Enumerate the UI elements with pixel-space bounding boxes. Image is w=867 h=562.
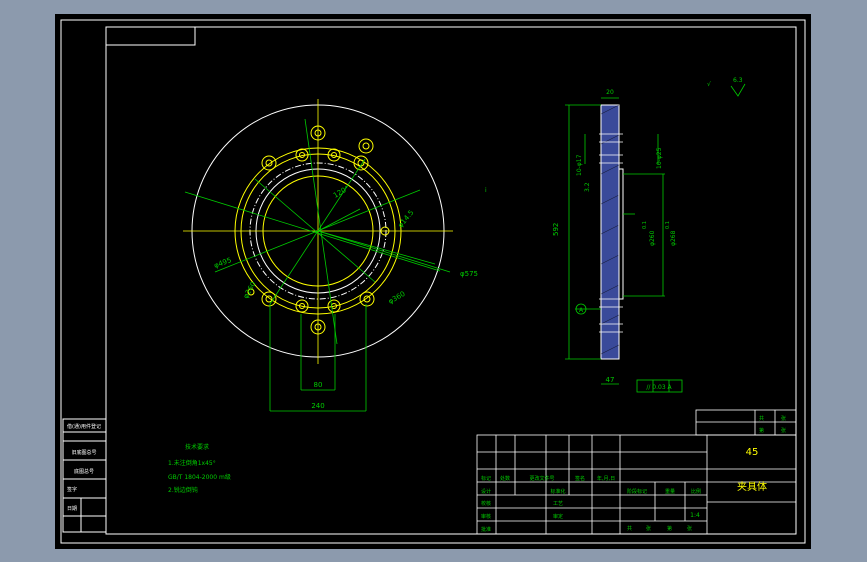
small-box-3: 张 bbox=[781, 427, 786, 434]
dim-thread-right: 10-φ25 bbox=[656, 147, 663, 169]
section-body bbox=[600, 104, 620, 360]
hdr-4: 年,月,日 bbox=[597, 475, 615, 482]
hdr-3: 签名 bbox=[575, 475, 585, 482]
small-box-0: 共 bbox=[759, 415, 764, 422]
top-left-box bbox=[105, 26, 196, 46]
parallel-tolerance: // 0.03 A bbox=[646, 384, 672, 391]
dim-width-80: 80 bbox=[314, 381, 323, 389]
row-0: 设计 bbox=[481, 488, 491, 495]
section-hatch bbox=[600, 104, 620, 355]
front-view: φ575 φ495 φ360 φ260 φ14.5 120° 80 240 bbox=[183, 99, 478, 412]
material-label: 45 bbox=[746, 447, 759, 458]
left-item-2: 底图总号 bbox=[74, 468, 94, 475]
side-view: 20 592 47 10-φ17 10-φ25 φ260 φ268 0.1 0.… bbox=[485, 77, 746, 393]
left-item-1: 旧底图总号 bbox=[71, 449, 96, 456]
drawing-svg: 借(通)用件登记 旧底图总号 底图总号 签字 日期 bbox=[60, 19, 806, 544]
dim-width-240: 240 bbox=[311, 402, 324, 410]
dim-top-width: 20 bbox=[606, 89, 614, 96]
outer-border bbox=[60, 19, 806, 544]
side-dim-lines bbox=[565, 97, 665, 385]
right-label-0: 阶段标记 bbox=[627, 488, 647, 495]
tol-a: 0.1 bbox=[642, 221, 648, 229]
dim-bore-a: φ260 bbox=[649, 230, 656, 246]
bottom-label-3: 张 bbox=[687, 525, 692, 532]
bottom-label-0: 共 bbox=[627, 525, 632, 532]
hdr-1: 处数 bbox=[500, 475, 510, 482]
row-3: 工艺 bbox=[553, 501, 563, 507]
hdr-0: 标记 bbox=[481, 475, 491, 482]
title-block bbox=[476, 409, 797, 535]
row-2: 校核 bbox=[481, 500, 491, 507]
datum-label: A bbox=[579, 307, 584, 314]
notes-line-2: GB/T 1804-2000 m级 bbox=[168, 473, 231, 481]
dim-bottom-width: 47 bbox=[606, 376, 615, 384]
dim-thread-left: 10-φ17 bbox=[576, 154, 583, 176]
dim-outer-diameter: φ575 bbox=[460, 270, 478, 278]
row-5: 审定 bbox=[553, 513, 563, 520]
notes-heading: 技术要求 bbox=[185, 443, 209, 451]
small-box-1: 张 bbox=[781, 415, 786, 422]
bottom-label-2: 第 bbox=[667, 525, 672, 532]
dim-hole-circle: φ360 bbox=[387, 290, 407, 306]
drawing-canvas: 借(通)用件登记 旧底图总号 底图总号 签字 日期 bbox=[55, 14, 811, 549]
dim-bore-b: φ268 bbox=[670, 230, 677, 246]
row-1: 标准化 bbox=[550, 488, 565, 495]
hdr-2: 更改文件号 bbox=[529, 475, 554, 482]
notes-line-1: 1.未注倒角1x45° bbox=[168, 459, 216, 467]
bore-step bbox=[618, 168, 624, 300]
right-label-2: 比例 bbox=[691, 488, 701, 495]
front-dim-leaders bbox=[184, 118, 451, 345]
right-label-1: 重量 bbox=[665, 488, 675, 495]
dim-angle: 120° bbox=[332, 184, 351, 199]
chamfer-note: 3.2 bbox=[584, 182, 591, 192]
left-item-4: 日期 bbox=[67, 506, 77, 512]
part-name-label: 夹具体 bbox=[737, 480, 767, 493]
stray-mark: i bbox=[485, 187, 487, 194]
side-holes bbox=[599, 133, 623, 333]
front-linear-dims bbox=[269, 304, 367, 412]
scale-label: 1:4 bbox=[690, 512, 700, 519]
dim-inner-circle: φ260 bbox=[242, 280, 258, 300]
inner-border bbox=[105, 26, 797, 535]
bottom-label-1: 张 bbox=[646, 525, 651, 532]
roughness-triangle bbox=[730, 83, 746, 97]
dim-height: 592 bbox=[552, 223, 560, 236]
left-item-3: 签字 bbox=[67, 486, 77, 493]
left-column-table bbox=[62, 418, 107, 533]
row-6: 批准 bbox=[481, 526, 491, 533]
roughness-value: 6.3 bbox=[733, 77, 743, 84]
roughness-symbol: √ bbox=[707, 81, 711, 88]
parallel-frame bbox=[636, 379, 683, 393]
left-item-0: 借(通)用件登记 bbox=[67, 423, 101, 430]
tech-notes: 技术要求 1.未注倒角1x45° GB/T 1804-2000 m级 2.锐边倒… bbox=[168, 443, 231, 494]
dim-bolt-circle: φ495 bbox=[213, 256, 233, 270]
dim-small-hole: φ14.5 bbox=[396, 209, 415, 230]
row-4: 审核 bbox=[481, 513, 491, 520]
bolt-holes bbox=[247, 125, 390, 335]
datum-circle bbox=[575, 303, 587, 315]
small-box-2: 第 bbox=[759, 427, 764, 434]
notes-line-3: 2.锐边倒钝 bbox=[168, 486, 198, 494]
tol-b: 0.1 bbox=[665, 221, 671, 229]
